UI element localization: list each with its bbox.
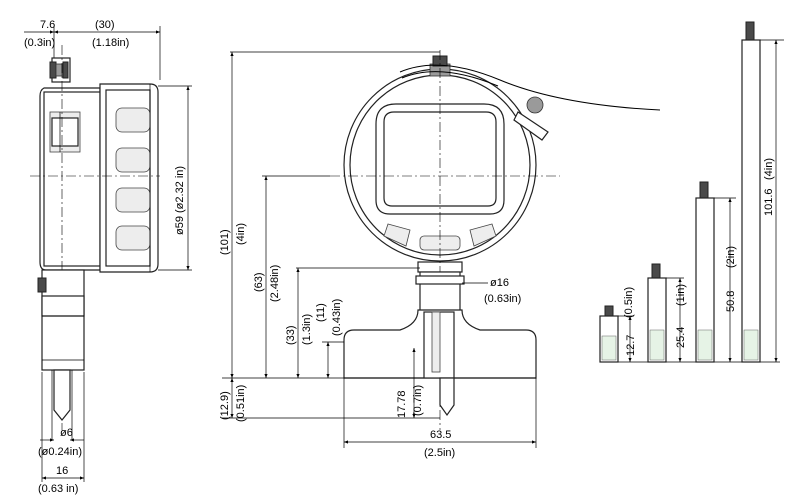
dim-63-5: 63.5 (430, 429, 451, 441)
dim-16: 16 (56, 465, 68, 477)
rod-101-6: 101.6 (4in) (741, 21, 784, 363)
rod-25-4: 25.4 (1in) (647, 263, 687, 363)
dim-dia0-24in: (ø0.24in) (38, 446, 82, 458)
dim-0-7in: (0.7in) (412, 385, 424, 416)
dim-7-6: 7.6 (40, 19, 55, 31)
rod-25-4-inch: (1in) (675, 284, 687, 306)
rod-12-7-value: 12.7 (625, 335, 637, 356)
side-view: 7.6 (0.3in) (30) (1.18in) ø59 (ø2.32 in) (24, 19, 192, 495)
dim-2-48in: (2.48in) (269, 265, 281, 302)
dim-0-51in: (0.51in) (235, 385, 247, 422)
dim-4in-front: (4in) (235, 223, 247, 245)
dim-101: (101) (219, 229, 231, 255)
rod-101-6-value: 101.6 (763, 188, 775, 216)
rod-25-4-value: 25.4 (675, 327, 687, 348)
dim-dia16: ø16 (490, 277, 509, 289)
dim-2-5in: (2.5in) (424, 447, 455, 459)
dim-1-18in: (1.18in) (92, 37, 129, 49)
dim-0-63in-front: (0.63in) (484, 293, 521, 305)
rod-12-7: 12.7 (0.5in) (599, 287, 637, 363)
rod-50-8: 50.8 (2in) (695, 181, 737, 363)
dim-0-63in-side: (0.63 in) (38, 483, 78, 495)
dim-30: (30) (95, 19, 115, 31)
dim-33: (33) (285, 325, 297, 345)
dim-63: (63) (253, 272, 265, 292)
dim-dia59: ø59 (ø2.32 in) (174, 166, 186, 235)
dim-1-3in: (1.3in) (301, 314, 313, 345)
rod-12-7-inch: (0.5in) (623, 287, 635, 318)
dim-11: (11) (315, 303, 327, 322)
front-view: ø16 (0.63in) (101) (4in) (63) (2.48in) (… (219, 50, 661, 459)
dim-dia6: ø6 (60, 427, 73, 439)
rod-50-8-value: 50.8 (725, 291, 737, 312)
dim-12-9: (12.9) (219, 391, 231, 420)
dim-17-78: 17.78 (396, 390, 408, 418)
extension-rods: 12.7 (0.5in) 25.4 (1in) 50.8 (2in) (599, 21, 784, 363)
rod-50-8-inch: (2in) (725, 246, 737, 268)
rod-101-6-inch: (4in) (763, 158, 775, 180)
dim-0-43in: (0.43in) (331, 299, 343, 336)
dim-0-3in: (0.3in) (24, 37, 55, 49)
